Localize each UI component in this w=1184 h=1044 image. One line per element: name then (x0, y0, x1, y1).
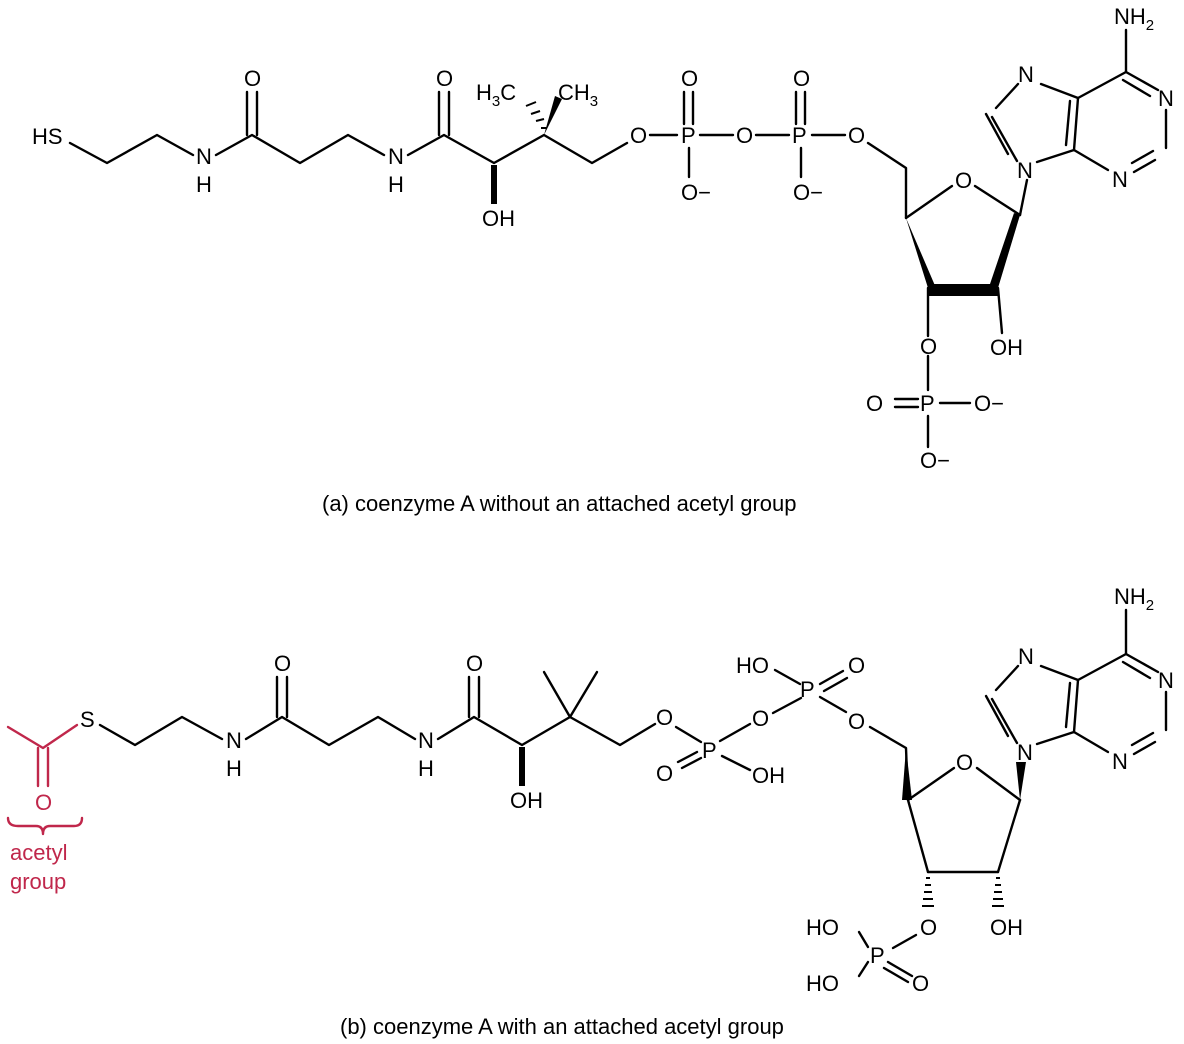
caption-a: (a) coenzyme A without an attached acety… (322, 491, 797, 516)
amide-n-label: N (196, 144, 212, 169)
structure-b: O acetyl group (6, 584, 1174, 1039)
ring-o-label: O (956, 750, 973, 775)
amine-label: NH2 (1114, 4, 1154, 34)
phosphate-hydroxyl-label: HO (736, 653, 769, 678)
ester-o-label: O (848, 123, 865, 148)
adenine-n-label: N (1017, 158, 1033, 183)
phosphorus-label: P (681, 123, 696, 148)
phosphate-hydroxyl-label: HO (806, 915, 839, 940)
amide-n-label: N (388, 144, 404, 169)
phosphoryl-o-label: O (681, 66, 698, 91)
adenine-n-label: N (1112, 749, 1128, 774)
phosphorus-label: P (792, 123, 807, 148)
acetyl-o-label: O (35, 790, 52, 815)
structure-a: HS N H O N H O OH H3C CH3 O P O O− O P O… (32, 4, 1174, 516)
structure-b-atoms: S N H O N H O OH O P O OH O P HO O O O O… (80, 584, 1174, 996)
acetyl-label: group (10, 869, 66, 894)
phosphoryl-o-label: O (912, 971, 929, 996)
phosphoryl-o-label: O (793, 66, 810, 91)
adenine-n-label: N (1158, 86, 1174, 111)
bridging-o-label: O (736, 123, 753, 148)
adenine-n-label: N (1017, 740, 1033, 765)
ester-o-label: O (630, 123, 647, 148)
phosphate-hydroxyl-label: HO (806, 971, 839, 996)
phosphoryl-o-label: O (848, 653, 865, 678)
ring-o-label: O (955, 168, 972, 193)
caption-b: (b) coenzyme A with an attached acetyl g… (340, 1014, 784, 1039)
methyl-label: CH3 (558, 80, 598, 110)
structure-a-stereo (491, 96, 1020, 296)
carbonyl-o-label: O (274, 651, 291, 676)
phosphorus-label: P (870, 943, 885, 968)
carbonyl-o-label: O (244, 66, 261, 91)
amide-h-label: H (418, 756, 434, 781)
amine-label: NH2 (1114, 584, 1154, 614)
hydroxyl-label: OH (482, 206, 515, 231)
structure-a-bonds (68, 28, 1168, 449)
hydroxyl-label: OH (510, 788, 543, 813)
phosphorus-label: P (702, 738, 717, 763)
thiol-label: HS (32, 124, 63, 149)
ester-o-label: O (920, 334, 937, 359)
amide-h-label: H (196, 172, 212, 197)
ester-o-label: O (848, 709, 865, 734)
phosphate-o-minus-label: O− (974, 391, 1004, 416)
amide-n-label: N (226, 728, 242, 753)
amide-h-label: H (388, 172, 404, 197)
phosphorus-label: P (800, 677, 815, 702)
acetyl-brace (6, 816, 84, 836)
bridging-o-label: O (752, 706, 769, 731)
phosphate-o-minus-label: O− (920, 448, 950, 473)
phosphate-o-minus-label: O− (793, 180, 823, 205)
carbonyl-o-label: O (466, 651, 483, 676)
structure-a-atoms: HS N H O N H O OH H3C CH3 O P O O− O P O… (32, 4, 1174, 473)
adenine-n-label: N (1158, 668, 1174, 693)
phosphoryl-o-label: O (656, 761, 673, 786)
adenine-n-label: N (1112, 167, 1128, 192)
acetyl-label: acetyl (10, 840, 67, 865)
ester-o-label: O (920, 915, 937, 940)
phosphate-o-minus-label: O− (681, 180, 711, 205)
phosphate-hydroxyl-label: OH (752, 763, 785, 788)
acetyl-group: O acetyl group (6, 723, 84, 894)
methyl-label: H3C (476, 80, 516, 110)
carbonyl-o-label: O (436, 66, 453, 91)
thioester-s-label: S (80, 707, 95, 732)
amide-h-label: H (226, 756, 242, 781)
hydroxyl-label: OH (990, 335, 1023, 360)
hydroxyl-label: OH (990, 915, 1023, 940)
ester-o-label: O (656, 705, 673, 730)
amide-n-label: N (418, 728, 434, 753)
phosphoryl-o-label: O (866, 391, 883, 416)
structure-b-stereo (519, 747, 1026, 907)
adenine-n-label: N (1018, 62, 1034, 87)
adenine-n-label: N (1018, 644, 1034, 669)
phosphorus-label: P (920, 391, 935, 416)
